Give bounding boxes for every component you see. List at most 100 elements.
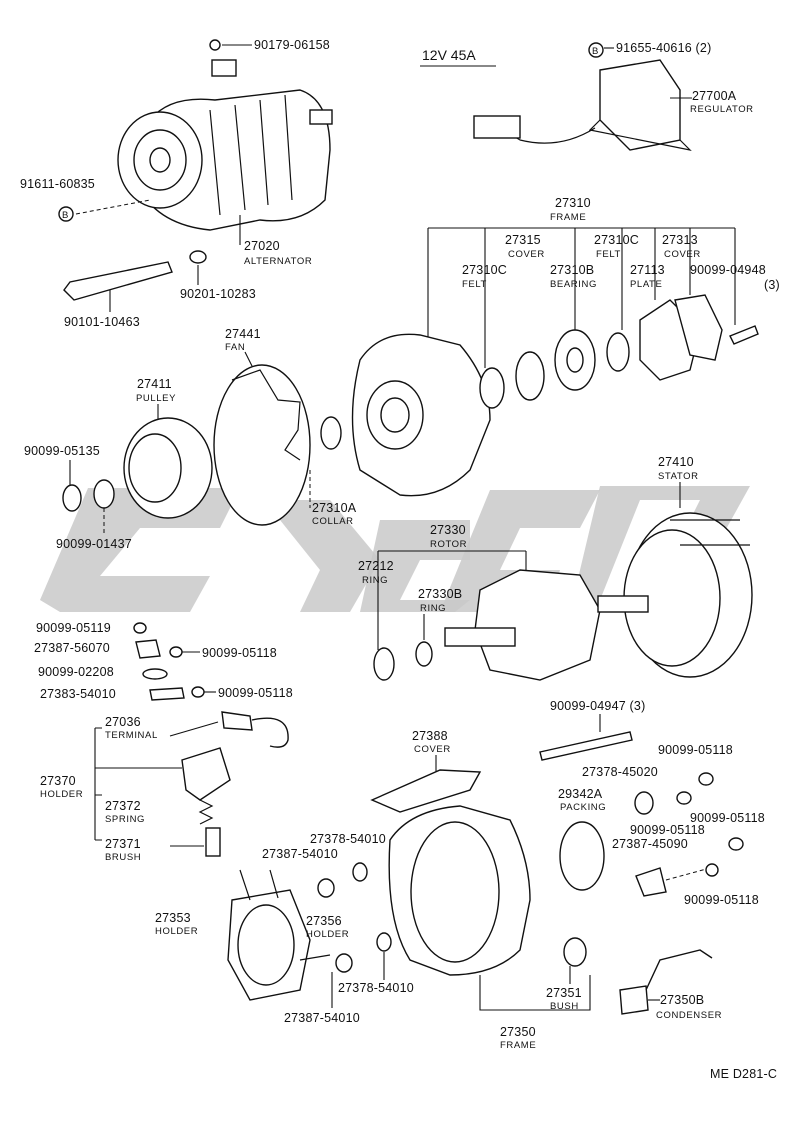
holder-27370-icon (181, 747, 231, 801)
label-27330: 27330 (430, 523, 466, 537)
label-27410: 27410 (658, 455, 694, 469)
label-27310A: 27310A (312, 501, 357, 515)
marker-b2-icon (588, 42, 604, 58)
nut-05118-f-icon (728, 837, 744, 851)
label-27310: 27310 (555, 196, 591, 210)
label-27387-56070: 27387-56070 (34, 641, 110, 655)
label-brush: BRUSH (105, 852, 141, 863)
label-27387-54010-a: 27387-54010 (262, 847, 338, 861)
nut-05118-d-icon (676, 791, 692, 805)
fan-part (213, 364, 311, 526)
label-90179-06158: 90179-06158 (254, 38, 330, 52)
label-27351: 27351 (546, 986, 582, 1000)
label-27353: 27353 (155, 911, 191, 925)
label-27372: 27372 (105, 799, 141, 813)
screw-90099-04948-icon (729, 325, 759, 345)
label-cover-27388: COVER (414, 744, 451, 755)
front-frame-part (351, 333, 491, 497)
label-27371: 27371 (105, 837, 141, 851)
washer-02208-icon (142, 668, 168, 680)
label-27315: 27315 (505, 233, 541, 247)
cover-27388-icon (370, 769, 482, 813)
label-27378-45020: 27378-45020 (582, 765, 658, 779)
label-holder-27353: HOLDER (155, 926, 198, 937)
label-27370: 27370 (40, 774, 76, 788)
label-27387-45090: 27387-45090 (612, 837, 688, 851)
label-90099-05118-a: 90099-05118 (202, 646, 277, 660)
label-90099-02208: 90099-02208 (38, 665, 114, 679)
label-27020: 27020 (244, 239, 280, 253)
label-packing: PACKING (560, 802, 606, 813)
label-holder-27370: HOLDER (40, 789, 83, 800)
nut-05118-b-icon (191, 686, 205, 698)
label-90099-05118-f: 90099-05118 (684, 893, 759, 907)
through-bolt-icon (539, 731, 633, 761)
marker-b2-text: B (592, 46, 599, 57)
felt-27310C-b-icon (606, 332, 630, 372)
label-holder-27356: HOLDER (306, 929, 349, 940)
label-qty-3-a: (3) (764, 278, 780, 292)
label-27310B: 27310B (550, 263, 594, 277)
label-90099-05118-d: 90099-05118 (690, 811, 765, 825)
label-27441: 27441 (225, 327, 261, 341)
label-collar: COLLAR (312, 516, 354, 527)
label-27113: 27113 (630, 263, 665, 277)
cover-27313-icon (674, 294, 723, 361)
terminal-27036-icon (221, 711, 289, 748)
label-90101-10463: 90101-10463 (64, 315, 140, 329)
collar-27310A-icon (320, 416, 342, 450)
label-alternator: ALTERNATOR (244, 256, 312, 267)
label-bush: BUSH (550, 1001, 579, 1012)
marker-b-icon (58, 206, 74, 222)
regulator-part (473, 59, 692, 151)
label-felt-a: FELT (462, 279, 487, 290)
document-code: ME D281-C (710, 1067, 777, 1081)
label-27350B: 27350B (660, 993, 704, 1007)
voltage-rating: 12V 45A (422, 47, 476, 63)
label-91611-60835: 91611-60835 (20, 177, 95, 191)
label-27383-54010: 27383-54010 (40, 687, 116, 701)
condenser-27350B-icon (619, 949, 713, 1015)
label-rotor: ROTOR (430, 539, 467, 550)
label-27378-54010-b: 27378-54010 (338, 981, 414, 995)
cover-27315-icon (515, 351, 545, 401)
stator-part (623, 512, 753, 678)
holder-group-bracket (94, 727, 102, 841)
label-90099-04948: 90099-04948 (690, 263, 766, 277)
label-90099-05118-b: 90099-05118 (218, 686, 293, 700)
label-90099-04947: 90099-04947 (3) (550, 699, 645, 713)
bearing-inner (566, 347, 584, 373)
brush-27371-icon (205, 827, 221, 857)
leader-45090 (665, 867, 711, 881)
frame-27350-bracket (479, 975, 591, 1011)
label-terminal: TERMINAL (105, 730, 158, 741)
label-27378-54010-a: 27378-54010 (310, 832, 386, 846)
felt-27310C-a-icon (479, 367, 505, 409)
ring-27330B-icon (415, 641, 433, 667)
label-plate: PLATE (630, 279, 662, 290)
label-27700A: 27700A (692, 89, 737, 103)
label-27212: 27212 (358, 559, 394, 573)
washer-90201-icon (189, 250, 207, 264)
label-frame-27350: FRAME (500, 1040, 536, 1051)
nut-90099-05135-icon (62, 484, 82, 512)
label-27356: 27356 (306, 914, 342, 928)
label-27310C-b: 27310C (594, 233, 639, 247)
label-condenser: CONDENSER (656, 1010, 722, 1021)
bush-27351-icon (563, 937, 587, 967)
insulator-45090-icon (635, 867, 667, 897)
nut-05118-c-icon (698, 772, 714, 786)
label-90099-05119: 90099-05119 (36, 621, 111, 635)
label-29342A: 29342A (558, 787, 603, 801)
label-felt-b: FELT (596, 249, 621, 260)
label-90099-05135: 90099-05135 (24, 444, 100, 458)
nut-05118-a-icon (169, 646, 183, 658)
label-pulley: PULLEY (136, 393, 176, 404)
label-27350: 27350 (500, 1025, 536, 1039)
frame-group-bracket (427, 227, 736, 368)
rotor-part (444, 569, 649, 681)
spring-27372-icon (198, 799, 214, 825)
label-frame-top: FRAME (550, 212, 586, 223)
label-27313: 27313 (662, 233, 698, 247)
bush-45020-icon (634, 791, 654, 815)
